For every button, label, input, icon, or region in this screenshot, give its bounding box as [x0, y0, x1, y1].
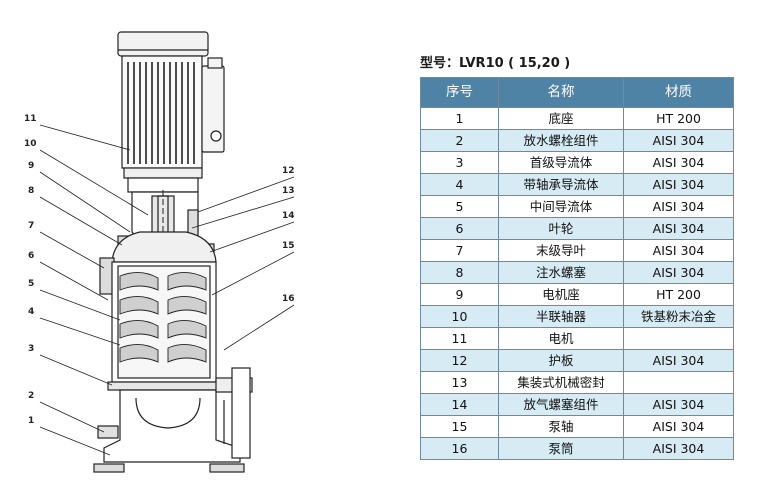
- cell-material: AISI 304: [623, 239, 734, 262]
- cell-material: AISI 304: [623, 217, 734, 240]
- cell-name: 末级导叶: [498, 239, 624, 262]
- callout-8: 8: [28, 186, 34, 196]
- cell-no: 10: [420, 305, 499, 328]
- cell-material: AISI 304: [623, 129, 734, 152]
- cell-material: [623, 371, 734, 394]
- cell-name: 护板: [498, 349, 624, 372]
- pump-stages: [111, 261, 217, 383]
- cell-no: 9: [420, 283, 499, 306]
- callout-7: 7: [28, 221, 34, 231]
- cell-material: AISI 304: [623, 173, 734, 196]
- callout-14: 14: [282, 211, 295, 221]
- cell-name: 注水螺塞: [498, 261, 624, 284]
- cell-no: 15: [420, 415, 499, 438]
- table-header-row: 序号 名称 材质: [420, 77, 734, 108]
- callout-11: 11: [24, 114, 37, 124]
- cell-name: 半联轴器: [498, 305, 624, 328]
- cell-no: 4: [420, 173, 499, 196]
- callout-9: 9: [28, 161, 34, 171]
- cell-material: AISI 304: [623, 349, 734, 372]
- callout-labels: 1 2 3 4 5 6 7 8 9 10 11 12 13 14 15 16: [24, 114, 295, 426]
- callout-5: 5: [28, 279, 34, 289]
- callout-6: 6: [28, 251, 34, 261]
- callout-12: 12: [282, 166, 295, 176]
- callout-4: 4: [28, 307, 34, 317]
- motor: [117, 31, 225, 193]
- callout-10: 10: [24, 139, 37, 149]
- cell-material: AISI 304: [623, 195, 734, 218]
- cell-no: 3: [420, 151, 499, 174]
- cell-name: 泵轴: [498, 415, 624, 438]
- cell-material: 铁基粉末冶金: [623, 305, 734, 328]
- cell-material: AISI 304: [623, 151, 734, 174]
- callout-13: 13: [282, 186, 295, 196]
- callout-1: 1: [28, 416, 34, 426]
- cell-material: AISI 304: [623, 393, 734, 416]
- cell-no: 2: [420, 129, 499, 152]
- cell-material: [623, 327, 734, 350]
- cell-no: 6: [420, 217, 499, 240]
- cell-no: 14: [420, 393, 499, 416]
- header-name: 名称: [498, 77, 624, 108]
- cell-no: 5: [420, 195, 499, 218]
- cell-material: AISI 304: [623, 437, 734, 460]
- cell-name: 中间导流体: [498, 195, 624, 218]
- callout-leader-lines: [39, 124, 295, 456]
- cell-name: 放水螺栓组件: [498, 129, 624, 152]
- cell-material: AISI 304: [623, 261, 734, 284]
- header-no: 序号: [420, 77, 499, 108]
- cell-no: 12: [420, 349, 499, 372]
- header-material: 材质: [623, 77, 734, 108]
- cell-name: 电机: [498, 327, 624, 350]
- callout-16: 16: [282, 294, 295, 304]
- cell-name: 放气螺塞组件: [498, 393, 624, 416]
- cell-name: 叶轮: [498, 217, 624, 240]
- model-title: 型号：LVR10 ( 15,20 ): [420, 56, 571, 71]
- cell-no: 16: [420, 437, 499, 460]
- cell-no: 7: [420, 239, 499, 262]
- cell-no: 1: [420, 107, 499, 130]
- cell-no: 11: [420, 327, 499, 350]
- cell-name: 带轴承导流体: [498, 173, 624, 196]
- cell-no: 8: [420, 261, 499, 284]
- cell-name: 集装式机械密封: [498, 371, 624, 394]
- cell-name: 泵筒: [498, 437, 624, 460]
- cell-material: AISI 304: [623, 415, 734, 438]
- callout-2: 2: [28, 391, 34, 401]
- cell-name: 首级导流体: [498, 151, 624, 174]
- cell-name: 底座: [498, 107, 624, 130]
- cell-material: HT 200: [623, 107, 734, 130]
- cell-material: HT 200: [623, 283, 734, 306]
- callout-15: 15: [282, 241, 295, 251]
- pump-cross-section-diagram: 1 2 3 4 5 6 7 8 9 10 11 12 13 14 15 16: [24, 31, 295, 473]
- cell-name: 电机座: [498, 283, 624, 306]
- cell-no: 13: [420, 371, 499, 394]
- pump-base: [93, 367, 253, 473]
- callout-3: 3: [28, 344, 34, 354]
